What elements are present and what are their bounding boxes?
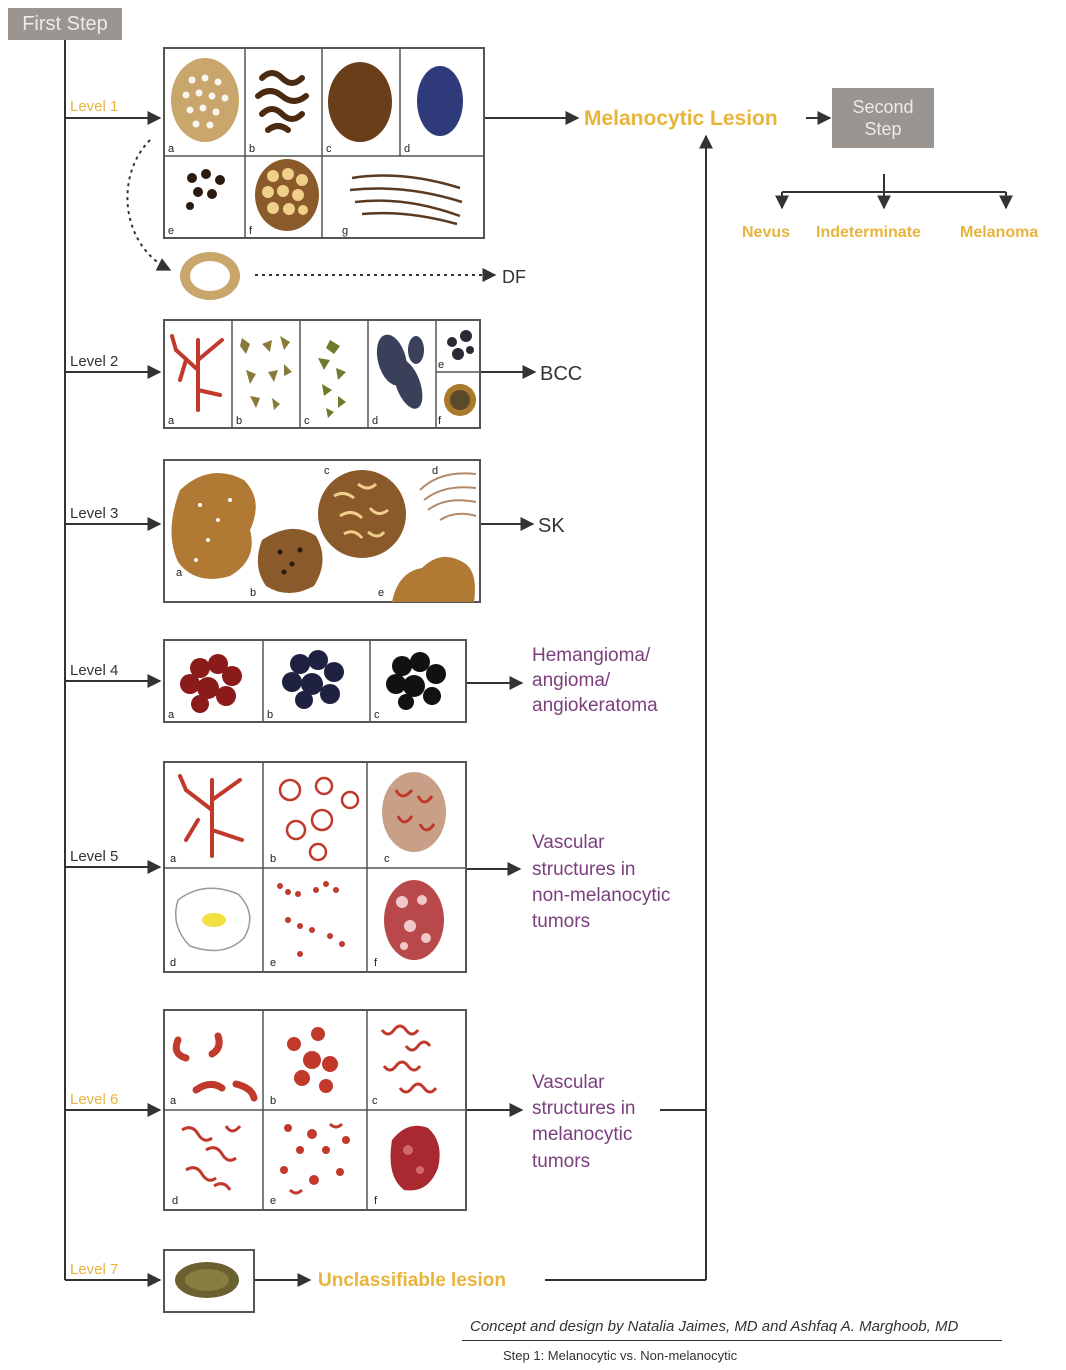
- level-7-panel: [164, 1250, 254, 1312]
- credit-design: Concept and design by Natalia Jaimes, MD…: [470, 1318, 958, 1335]
- panel-letter: d: [404, 143, 410, 155]
- level-5-label: Level 5: [70, 848, 118, 865]
- hairpin-vessels-icon: [382, 772, 446, 852]
- white-structureless-icon: [176, 888, 250, 950]
- melanocytic-lesion-label: Melanocytic Lesion: [584, 107, 778, 130]
- svg-text:Vascular: Vascular: [532, 1072, 605, 1093]
- df-central-white-patch-icon: [180, 252, 240, 300]
- ulceration-icon: [444, 384, 476, 416]
- panel-letter: c: [384, 853, 390, 865]
- panel-letter: b: [249, 143, 255, 155]
- level-6-panel: a b c d e f: [164, 1010, 466, 1210]
- svg-text:Vascular: Vascular: [532, 832, 605, 853]
- homogeneous-blue-icon: [417, 66, 463, 136]
- panel-letter: b: [267, 709, 273, 721]
- svg-text:tumors: tumors: [532, 911, 590, 932]
- svg-text:angioma/: angioma/: [532, 670, 611, 691]
- melanoma-label: Melanoma: [960, 224, 1038, 241]
- panel-letter: e: [270, 1195, 276, 1207]
- svg-text:non-melanocytic: non-melanocytic: [532, 885, 670, 906]
- panel-letter: a: [168, 415, 175, 427]
- panel-letter: c: [326, 143, 332, 155]
- panel-letter: c: [372, 1095, 378, 1107]
- panel-letter: c: [374, 709, 380, 721]
- indeterminate-label: Indeterminate: [816, 224, 921, 241]
- df-label: DF: [502, 267, 526, 287]
- milky-red-areas-icon: [384, 880, 444, 960]
- credit-divider: [462, 1340, 1002, 1341]
- svg-text:melanocytic: melanocytic: [532, 1124, 632, 1145]
- panel-letter: e: [438, 359, 444, 371]
- vascular-melanocytic-label: Vascular structures in melanocytic tumor…: [532, 1072, 635, 1172]
- panel-letter: e: [378, 587, 384, 599]
- level-2-panel: a b c d e f: [164, 320, 480, 428]
- panel-letter: a: [168, 709, 175, 721]
- panel-letter: a: [170, 853, 177, 865]
- milia-like-cysts-icon: [171, 473, 255, 579]
- level-7-label: Level 7: [70, 1261, 118, 1278]
- panel-letter: b: [236, 415, 242, 427]
- panel-letter: d: [172, 1195, 178, 1207]
- panel-letter: a: [176, 567, 183, 579]
- panel-letter: c: [324, 465, 330, 477]
- level-1-panel: a b c d e f g: [164, 48, 484, 238]
- cobblestone-icon: [255, 159, 319, 231]
- sk-label: SK: [538, 515, 565, 537]
- comedo-like-openings-icon: [258, 529, 323, 593]
- credit-caption: Step 1: Melanocytic vs. Non-melanocytic: [503, 1348, 737, 1363]
- panel-letter: d: [170, 957, 176, 969]
- nevus-label: Nevus: [742, 224, 790, 241]
- panel-letter: b: [270, 1095, 276, 1107]
- level-1-label: Level 1: [70, 98, 118, 115]
- hemangioma-label: Hemangioma/ angioma/ angiokeratoma: [532, 645, 658, 716]
- panel-letter: b: [250, 587, 256, 599]
- panel-letter: a: [170, 1095, 177, 1107]
- unclassifiable-lesion-label: Unclassifiable lesion: [318, 1270, 506, 1291]
- homogeneous-brown-icon: [328, 62, 392, 142]
- level-4-panel: a b c: [164, 640, 466, 722]
- svg-text:structures in: structures in: [532, 859, 635, 880]
- panel-letter: e: [270, 957, 276, 969]
- svg-text:angiokeratoma: angiokeratoma: [532, 695, 658, 716]
- panel-letter: g: [342, 225, 348, 237]
- bcc-label: BCC: [540, 363, 582, 385]
- panel-letter: b: [270, 853, 276, 865]
- level-4-label: Level 4: [70, 662, 118, 679]
- pigment-network-icon: [171, 58, 239, 142]
- level-5-panel: a b c d e f: [164, 762, 466, 972]
- fissures-ridges-icon: [318, 470, 406, 558]
- panel-letter: d: [372, 415, 378, 427]
- panel-letter: d: [432, 465, 438, 477]
- panel-letter: c: [304, 415, 310, 427]
- svg-text:tumors: tumors: [532, 1151, 590, 1172]
- panel-letter: e: [168, 225, 174, 237]
- panel-letter: a: [168, 143, 175, 155]
- vascular-non-melanocytic-label: Vascular structures in non-melanocytic t…: [532, 832, 670, 932]
- level-2-label: Level 2: [70, 353, 118, 370]
- level-6-label: Level 6: [70, 1091, 118, 1108]
- level-3-panel: a b c d e: [164, 460, 480, 602]
- svg-text:structures in: structures in: [532, 1098, 635, 1119]
- level-3-label: Level 3: [70, 505, 118, 522]
- svg-text:Hemangioma/: Hemangioma/: [532, 645, 651, 666]
